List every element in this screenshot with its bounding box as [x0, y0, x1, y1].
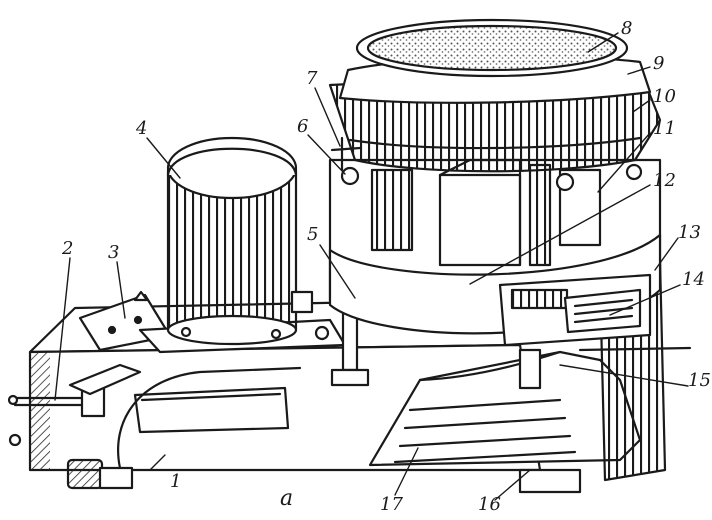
figure-caption: a	[280, 486, 294, 511]
callout-12: 12	[653, 170, 676, 191]
callout-15: 15	[688, 370, 711, 391]
callout-1: 1	[170, 471, 182, 492]
hopper-bowl	[328, 18, 662, 173]
callout-17: 17	[380, 494, 403, 515]
control-box	[498, 273, 652, 347]
callout-11: 11	[653, 118, 676, 139]
adjustment-rod	[7, 363, 142, 447]
callout-6: 6	[297, 116, 309, 137]
callout-2: 2	[62, 238, 74, 259]
knob-bolts	[340, 163, 643, 192]
callout-10: 10	[653, 86, 676, 107]
callout-16: 16	[478, 494, 501, 515]
leader-lines	[54, 32, 689, 501]
callout-14: 14	[682, 269, 705, 290]
callout-13: 13	[678, 222, 701, 243]
electric-motor	[166, 136, 314, 346]
callout-3: 3	[108, 242, 120, 263]
callout-8: 8	[621, 18, 633, 39]
callout-5: 5	[307, 224, 319, 245]
callout-9: 9	[653, 53, 665, 74]
callout-7: 7	[306, 68, 318, 89]
callout-4: 4	[136, 118, 148, 139]
